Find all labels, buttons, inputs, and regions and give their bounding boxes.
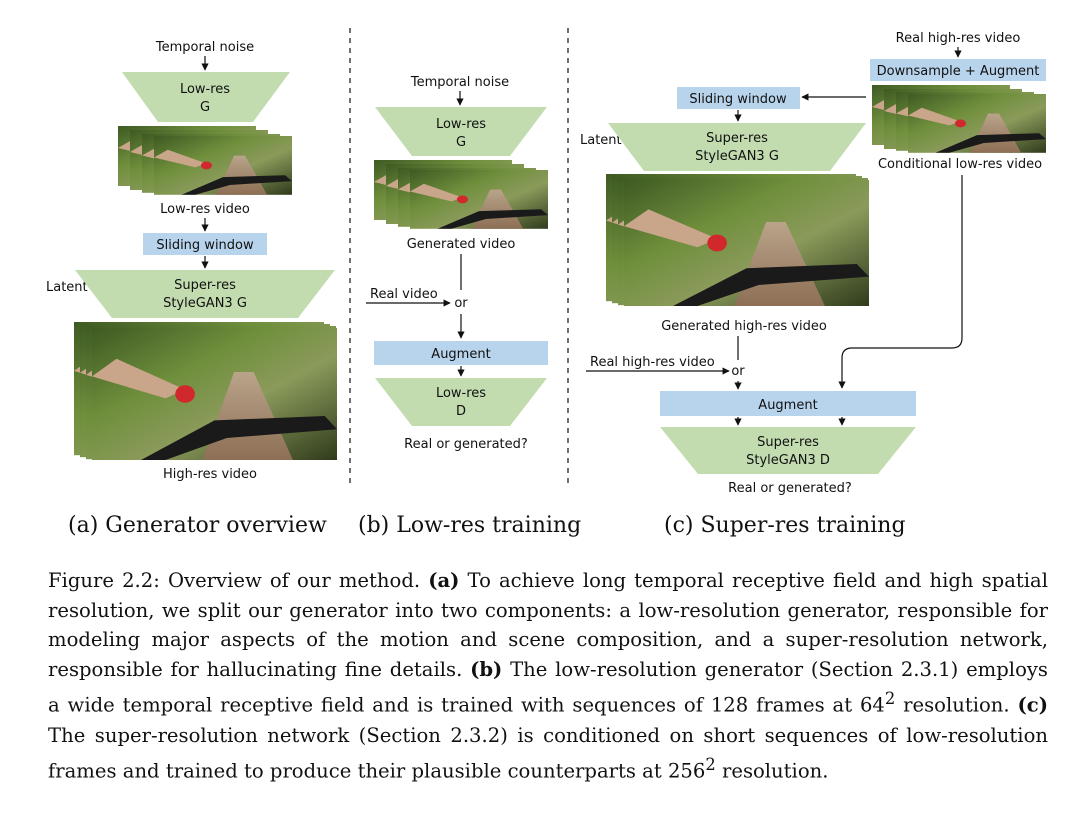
panel-a: Temporal noise Low-res G Low-res video S… [46,40,337,482]
a-lowres-video-stack [118,126,292,195]
caption-b-text-2: resolution. [895,693,1018,717]
a-latent-label: Latent [46,280,88,295]
c-sliding-window-label: Sliding window [689,92,787,107]
b-lowres-d-line1: Low-res [436,386,486,401]
c-or-label: or [731,364,745,379]
a-lowres-g-line1: Low-res [180,82,230,97]
caption-b-sup: 2 [884,689,896,709]
subcaption-b: (b) Low-res training [358,513,582,538]
caption-c-sup: 2 [705,755,716,775]
caption-b-text-1: The low-resolution generator (Section 2.… [48,657,1048,717]
c-conditional-path-connector [838,175,963,389]
b-lowres-g-block [375,107,547,156]
b-lowres-d-block [375,378,547,426]
caption-c-text-2: resolution. [715,759,829,783]
c-superres-g-line1: Super-res [706,131,768,146]
c-conditional-lowres-video-stack [872,85,1046,153]
a-lowres-g-block [122,72,290,122]
b-or-label: or [454,296,468,311]
a-superres-g-line2: StyleGAN3 G [163,296,247,311]
b-lowres-d-line2: D [456,404,466,419]
a-highres-video-label: High-res video [163,467,257,482]
caption-label: Figure 2.2: [48,569,160,592]
caption-a-tag: (a) [428,569,460,592]
subcaption-a: (a) Generator overview [68,513,327,538]
a-sliding-window-label: Sliding window [156,238,254,253]
b-augment-box [374,341,548,365]
b-lowres-g-line1: Low-res [436,117,486,132]
a-lowres-video-label: Low-res video [160,202,250,217]
caption-intro: Overview of our method. [159,569,429,592]
panel-b: Temporal noise Low-res G Generated video… [366,75,548,452]
caption-b-tag: (b) [470,657,503,681]
a-temporal-noise-label: Temporal noise [155,40,254,55]
panel-c: Real high-res video Downsample + Augment… [580,31,1046,496]
c-augment-label: Augment [758,398,817,413]
c-superres-g-block [608,123,866,171]
caption-a-text: To achieve long temporal receptive field… [48,569,1048,681]
c-real-highres-video-top-label: Real high-res video [896,31,1021,46]
b-augment-label: Augment [431,347,490,362]
caption-c-text-1: The super-resolution network (Section 2.… [48,723,1048,783]
b-lowres-g-line2: G [456,135,466,150]
c-superres-g-line2: StyleGAN3 G [695,149,779,164]
a-sliding-window-box [143,233,267,255]
c-downsample-augment-box [870,59,1046,81]
a-superres-g-line1: Super-res [174,278,236,293]
b-generated-video-stack [374,160,548,229]
figure-caption: Figure 2.2: Overview of our method. (a) … [48,566,1048,786]
method-overview-figure: Temporal noise Low-res G Low-res video S… [46,28,1046,496]
c-latent-label: Latent [580,133,622,148]
c-real-or-generated-label: Real or generated? [728,481,852,496]
c-conditional-lowres-video-label: Conditional low-res video [878,157,1042,172]
c-generated-highres-video-label: Generated high-res video [661,319,827,334]
b-temporal-noise-label: Temporal noise [410,75,509,90]
caption-c-tag: (c) [1017,693,1048,717]
a-highres-video-stack [74,322,337,460]
subcaption-c: (c) Super-res training [664,513,906,538]
c-generated-highres-video-stack [606,174,869,306]
c-augment-box [660,391,916,416]
c-sliding-window-box [677,87,800,109]
a-superres-g-block [75,270,335,318]
c-superres-d-line1: Super-res [757,435,819,450]
b-generated-video-label: Generated video [407,237,516,252]
c-downsample-augment-label: Downsample + Augment [877,64,1040,79]
b-real-video-label: Real video [370,287,438,302]
c-superres-d-line2: StyleGAN3 D [746,453,830,468]
c-real-highres-video-label: Real high-res video [590,355,715,370]
c-superres-d-block [660,427,916,474]
b-real-or-generated-label: Real or generated? [404,437,528,452]
a-lowres-g-line2: G [200,100,210,115]
